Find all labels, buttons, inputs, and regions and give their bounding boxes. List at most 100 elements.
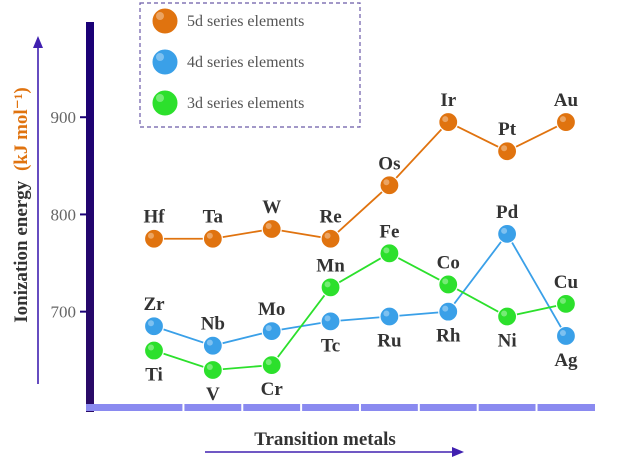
element-label-Ti: Ti — [145, 365, 163, 386]
element-label-Mo: Mo — [258, 299, 285, 320]
point-Mo — [261, 320, 282, 342]
point-highlight — [265, 359, 272, 366]
legend-marker-highlight — [156, 53, 164, 61]
y-axis-ticks: 700 800 900 — [51, 108, 86, 322]
legend: 5d series elements 4d series elements 3d s… — [139, 2, 361, 128]
legend-label: 3d series elements — [187, 95, 304, 112]
point-highlight — [559, 329, 566, 336]
point-Pt — [497, 141, 518, 162]
point-highlight — [501, 227, 508, 234]
element-label-Cu: Cu — [554, 272, 579, 293]
element-label-Rh: Rh — [436, 326, 461, 347]
series-4d-series-elements — [153, 232, 567, 347]
element-label-Zr: Zr — [143, 294, 165, 315]
element-label-Hf: Hf — [143, 207, 165, 228]
point-Tc — [320, 311, 341, 332]
x-label-arrow-head — [452, 447, 464, 457]
legend-label: 5d series elements — [187, 13, 304, 30]
element-label-Os: Os — [378, 153, 400, 174]
point-highlight — [148, 232, 154, 239]
point-Ag — [555, 325, 577, 347]
series-line — [153, 232, 567, 347]
point-highlight — [206, 232, 213, 239]
point-Rh — [438, 301, 459, 322]
point-Ir — [438, 111, 459, 133]
element-label-Pt: Pt — [498, 119, 517, 140]
point-highlight — [148, 344, 154, 351]
element-label-Cr: Cr — [261, 379, 284, 400]
point-highlight — [501, 145, 508, 152]
point-Os — [379, 175, 400, 196]
x-axis — [86, 404, 595, 411]
y-axis-title-unit: (kJ mol⁻¹) — [11, 87, 32, 171]
point-highlight — [383, 247, 390, 254]
y-label-arrow-head — [33, 36, 43, 48]
legend-marker-highlight — [156, 12, 164, 20]
point-Au — [555, 111, 577, 133]
element-label-Pd: Pd — [496, 202, 519, 223]
legend-items: 5d series elements 4d series elements 3d s… — [151, 7, 304, 117]
y-axis-title: Ionization energy (kJ mol⁻¹) — [11, 87, 32, 323]
point-highlight — [383, 310, 390, 317]
element-label-Nb: Nb — [201, 314, 225, 335]
point-highlight — [265, 223, 272, 230]
point-Mn — [320, 277, 341, 298]
element-label-Co: Co — [437, 252, 460, 273]
element-label-Ta: Ta — [203, 207, 224, 228]
point-highlight — [324, 281, 331, 288]
point-highlight — [265, 325, 272, 332]
element-label-Mn: Mn — [316, 255, 345, 276]
y-tick-label: 800 — [51, 205, 77, 224]
point-highlight — [148, 320, 154, 327]
point-highlight — [324, 232, 331, 239]
legend-marker — [151, 89, 179, 117]
x-axis-title: Transition metals — [254, 429, 396, 450]
element-label-Ir: Ir — [440, 90, 456, 111]
point-Ru — [379, 306, 400, 327]
y-axis — [86, 22, 94, 412]
legend-marker — [151, 48, 179, 76]
point-Nb — [202, 335, 223, 356]
x-axis-ticks — [182, 404, 538, 411]
point-Zr — [143, 316, 165, 337]
point-Ta — [202, 228, 223, 249]
point-highlight — [442, 305, 449, 312]
y-tick-label: 700 — [51, 303, 77, 322]
point-Hf — [143, 228, 165, 249]
point-highlight — [501, 310, 508, 317]
point-highlight — [442, 116, 449, 123]
point-Re — [320, 228, 341, 249]
point-highlight — [324, 315, 331, 322]
legend-marker-highlight — [156, 94, 164, 102]
element-label-Au: Au — [554, 90, 579, 111]
element-label-Tc: Tc — [321, 335, 340, 356]
point-Cu — [555, 293, 577, 314]
point-Co — [438, 274, 459, 295]
point-Ti — [143, 340, 165, 361]
y-axis-title-text: Ionization energy — [11, 180, 32, 322]
element-label-Ni: Ni — [498, 331, 517, 352]
point-Ni — [497, 306, 518, 327]
legend-marker — [151, 7, 179, 35]
element-label-W: W — [262, 197, 281, 218]
element-label-V: V — [206, 384, 220, 405]
point-highlight — [442, 278, 449, 285]
point-Cr — [261, 355, 282, 376]
element-label-Ag: Ag — [554, 350, 578, 371]
element-label-Ru: Ru — [377, 331, 402, 352]
element-label-Re: Re — [319, 207, 341, 228]
point-highlight — [206, 363, 213, 370]
point-highlight — [383, 179, 390, 186]
point-highlight — [559, 297, 566, 304]
point-W — [261, 218, 282, 240]
y-tick-label: 900 — [51, 108, 77, 127]
point-V — [202, 359, 223, 381]
legend-label: 4d series elements — [187, 54, 304, 71]
point-Pd — [497, 223, 518, 244]
